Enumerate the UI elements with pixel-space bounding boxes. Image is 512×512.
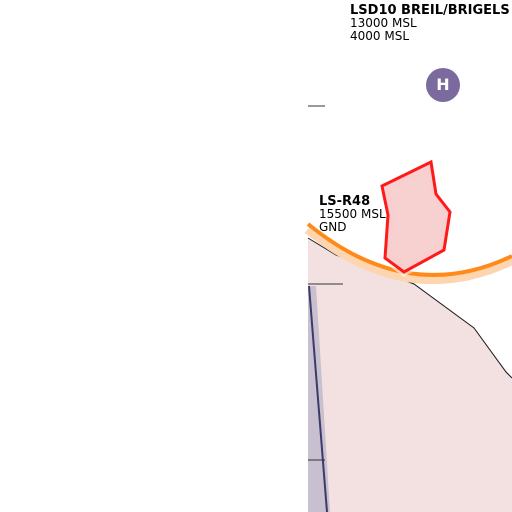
terrain-outline xyxy=(307,237,512,379)
airspace-lower-limit: GND xyxy=(319,220,347,234)
airspace-name: LSD10 BREIL/BRIGELS xyxy=(350,3,510,18)
runway-edge-line xyxy=(308,285,328,512)
restricted-area-lsr48-inner xyxy=(390,172,443,264)
airspace-label-lsr48: LS-R48 15500 MSL GND xyxy=(319,195,386,234)
terrain-area xyxy=(308,238,512,512)
airspace-name: LS-R48 xyxy=(319,194,371,209)
airspace-upper-limit: 13000 MSL xyxy=(350,16,417,30)
airspace-label-lsd10: LSD10 BREIL/BRIGELS 13000 MSL 4000 MSL xyxy=(350,4,510,43)
heliport-icon[interactable]: H xyxy=(426,68,460,102)
boundary-arc-halo xyxy=(304,225,512,285)
airspace-lower-limit: 4000 MSL xyxy=(350,29,410,43)
airspace-upper-limit: 15500 MSL xyxy=(319,207,386,221)
